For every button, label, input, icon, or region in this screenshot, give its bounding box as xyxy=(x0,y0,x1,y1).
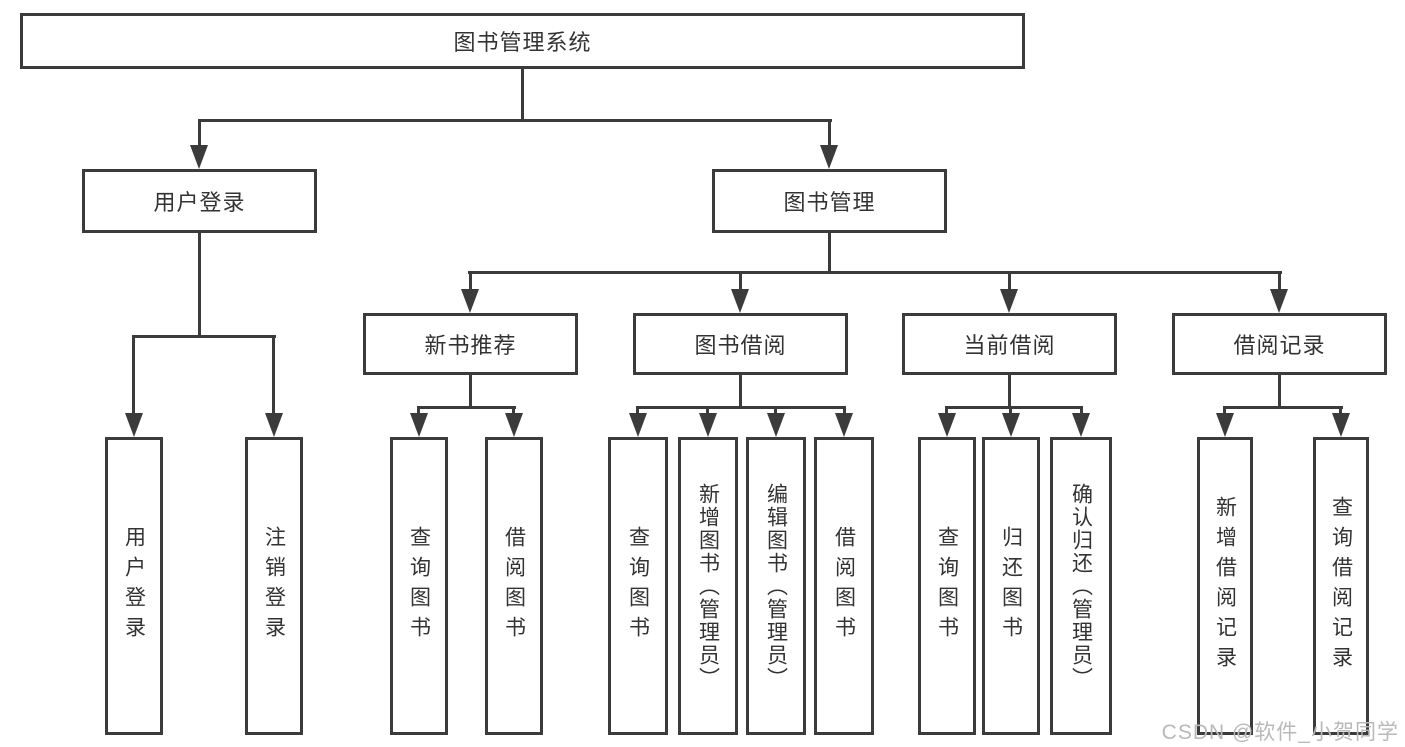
arrow-down xyxy=(125,413,143,437)
node-label: 新增图书（管理员） xyxy=(696,482,720,690)
node-edit-book-admin: 编辑图书（管理员） xyxy=(746,437,806,735)
line-v xyxy=(1008,271,1011,292)
line-v xyxy=(272,335,275,417)
node-book-borrowing: 图书借阅 xyxy=(633,313,848,375)
line-v xyxy=(469,271,472,292)
node-label: 查询图书 xyxy=(407,526,431,646)
line-v xyxy=(636,406,639,418)
node-label: 归还图书 xyxy=(999,526,1023,646)
line-v xyxy=(828,119,831,149)
line-v xyxy=(774,406,777,418)
node-add-book-admin: 新增图书（管理员） xyxy=(678,437,738,735)
node-borrow-books-borrowing: 借阅图书 xyxy=(814,437,874,735)
line-v xyxy=(132,335,135,417)
line-v xyxy=(843,406,846,418)
line-v xyxy=(1008,375,1011,409)
node-label: 查询借阅记录 xyxy=(1329,496,1353,676)
line-h xyxy=(636,406,846,409)
node-add-borrow-record: 新增借阅记录 xyxy=(1197,437,1253,735)
line-v xyxy=(521,69,524,122)
line-h xyxy=(198,119,832,122)
arrow-down xyxy=(410,413,428,437)
line-v xyxy=(706,406,709,418)
line-v xyxy=(945,406,948,418)
line-h xyxy=(132,335,276,338)
node-label: 查询图书 xyxy=(626,526,650,646)
arrow-down xyxy=(1072,413,1090,437)
arrow-down xyxy=(190,145,208,169)
node-label: 注销登录 xyxy=(262,526,286,646)
node-label: 用户登录 xyxy=(153,190,246,215)
node-current-borrowing: 当前借阅 xyxy=(902,313,1117,375)
node-label: 图书管理系统 xyxy=(453,30,592,55)
arrow-down xyxy=(835,413,853,437)
watermark: CSDN @软件_小贺同学 xyxy=(1161,721,1399,744)
node-query-books-current: 查询图书 xyxy=(918,437,976,735)
line-v xyxy=(828,233,831,274)
node-label: 当前借阅 xyxy=(963,333,1056,358)
node-label: 图书管理 xyxy=(783,190,876,215)
arrow-down xyxy=(629,413,647,437)
arrow-down xyxy=(1332,413,1350,437)
node-label: 借阅图书 xyxy=(832,526,856,646)
node-label: 用户登录 xyxy=(122,526,146,646)
node-label: 借阅记录 xyxy=(1233,333,1326,358)
node-label: 新增借阅记录 xyxy=(1213,496,1237,676)
arrow-down xyxy=(1002,413,1020,437)
line-v xyxy=(198,233,201,338)
line-h xyxy=(1223,406,1343,409)
arrow-down xyxy=(699,413,717,437)
line-h xyxy=(417,406,516,409)
line-h xyxy=(468,271,1282,274)
line-v xyxy=(1223,406,1226,418)
node-query-books-recommend: 查询图书 xyxy=(390,437,448,735)
arrow-down xyxy=(938,413,956,437)
node-borrowing-records: 借阅记录 xyxy=(1172,313,1387,375)
node-return-books: 归还图书 xyxy=(982,437,1040,735)
line-v xyxy=(739,271,742,292)
node-book-management: 图书管理 xyxy=(712,169,947,233)
arrow-down xyxy=(731,289,749,313)
arrow-down xyxy=(767,413,785,437)
arrow-down xyxy=(505,413,523,437)
arrow-down xyxy=(265,413,283,437)
arrow-down xyxy=(1216,413,1234,437)
line-v xyxy=(1278,271,1281,292)
node-confirm-return-admin: 确认归还（管理员） xyxy=(1050,437,1112,735)
arrow-down xyxy=(1000,289,1018,313)
line-v xyxy=(739,375,742,409)
node-label: 图书借阅 xyxy=(694,333,787,358)
node-user-login-leaf: 用户登录 xyxy=(105,437,163,735)
node-query-borrow-record: 查询借阅记录 xyxy=(1313,437,1369,735)
line-v xyxy=(1339,406,1342,418)
node-logout: 注销登录 xyxy=(245,437,303,735)
node-label: 查询图书 xyxy=(935,526,959,646)
line-v xyxy=(1080,406,1083,418)
node-new-book-recommend: 新书推荐 xyxy=(363,313,578,375)
line-v xyxy=(417,406,420,418)
node-label: 确认归还（管理员） xyxy=(1069,482,1093,690)
arrow-down xyxy=(820,145,838,169)
node-label: 新书推荐 xyxy=(424,333,517,358)
line-v xyxy=(1278,375,1281,409)
node-label: 编辑图书（管理员） xyxy=(764,482,788,690)
node-label: 借阅图书 xyxy=(502,526,526,646)
arrow-down xyxy=(461,289,479,313)
line-v xyxy=(512,406,515,418)
line-v xyxy=(198,119,201,149)
node-query-books-borrowing: 查询图书 xyxy=(608,437,668,735)
node-library-system: 图书管理系统 xyxy=(20,13,1025,69)
node-borrow-books-recommend: 借阅图书 xyxy=(485,437,543,735)
line-h xyxy=(945,406,1083,409)
arrow-down xyxy=(1270,289,1288,313)
line-v xyxy=(1009,406,1012,418)
line-v xyxy=(469,375,472,409)
node-user-login: 用户登录 xyxy=(82,169,317,233)
